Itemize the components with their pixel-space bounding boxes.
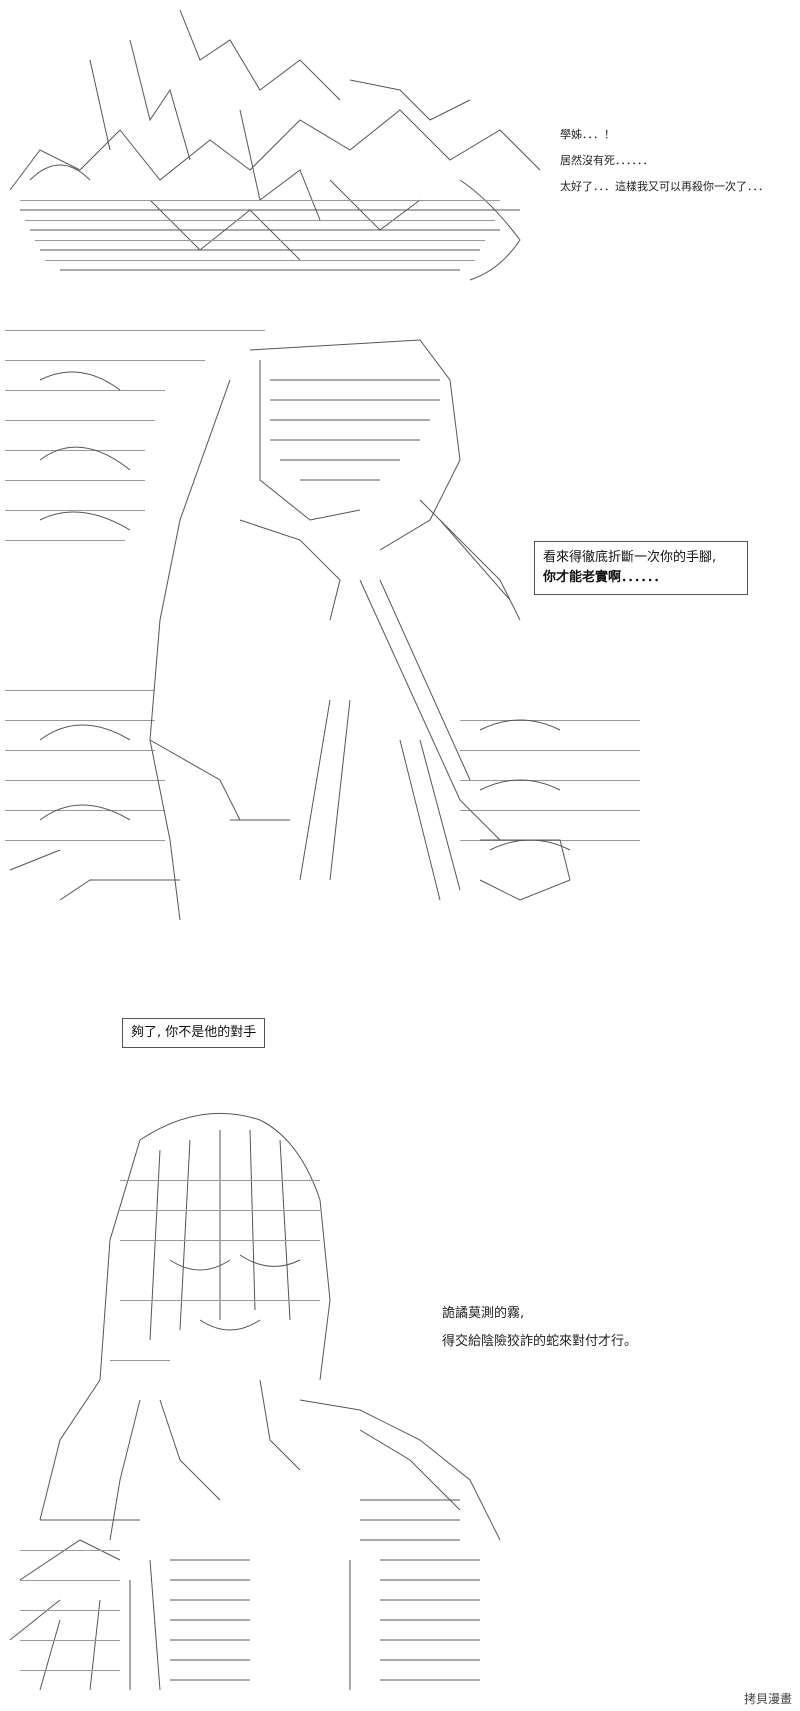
watermark-text: 拷貝漫畫: [743, 1692, 792, 1706]
panel-4-line-1: 詭譎莫測的霧,: [442, 1306, 525, 1321]
panel-2-speech-box: 看來得徹底折斷一次你的手腳, 你才能老實啊．．．．．．: [534, 541, 748, 595]
panel-1-art: [0, 0, 560, 300]
panel-3-line-1: 夠了, 你不是他的對手: [131, 1025, 257, 1040]
panel-2-line-2: 你才能老實啊．．．．．．: [543, 570, 667, 585]
panel-4-line-2: 得交給陰險狡詐的蛇來對付才行。: [442, 1334, 638, 1349]
panel-2-line-1: 看來得徹底折斷一次你的手腳,: [543, 550, 717, 565]
panel-1-illustration: [9, 9, 541, 281]
panel-1-line-2: 居然沒有死．．．．．．: [560, 154, 654, 167]
panel-2-art: [0, 320, 660, 970]
panel-4-art: [0, 1080, 520, 1700]
panel-1-line-1: 學姊．．．！: [560, 128, 615, 141]
panel-3-speech-box: 夠了, 你不是他的對手: [122, 1018, 266, 1048]
panel-4-illustration: [9, 1112, 501, 1691]
panel-2-illustration: [5, 330, 640, 921]
panel-1-line-3: 太好了．．．這樣我又可以再殺你一次了．．．: [560, 180, 769, 193]
